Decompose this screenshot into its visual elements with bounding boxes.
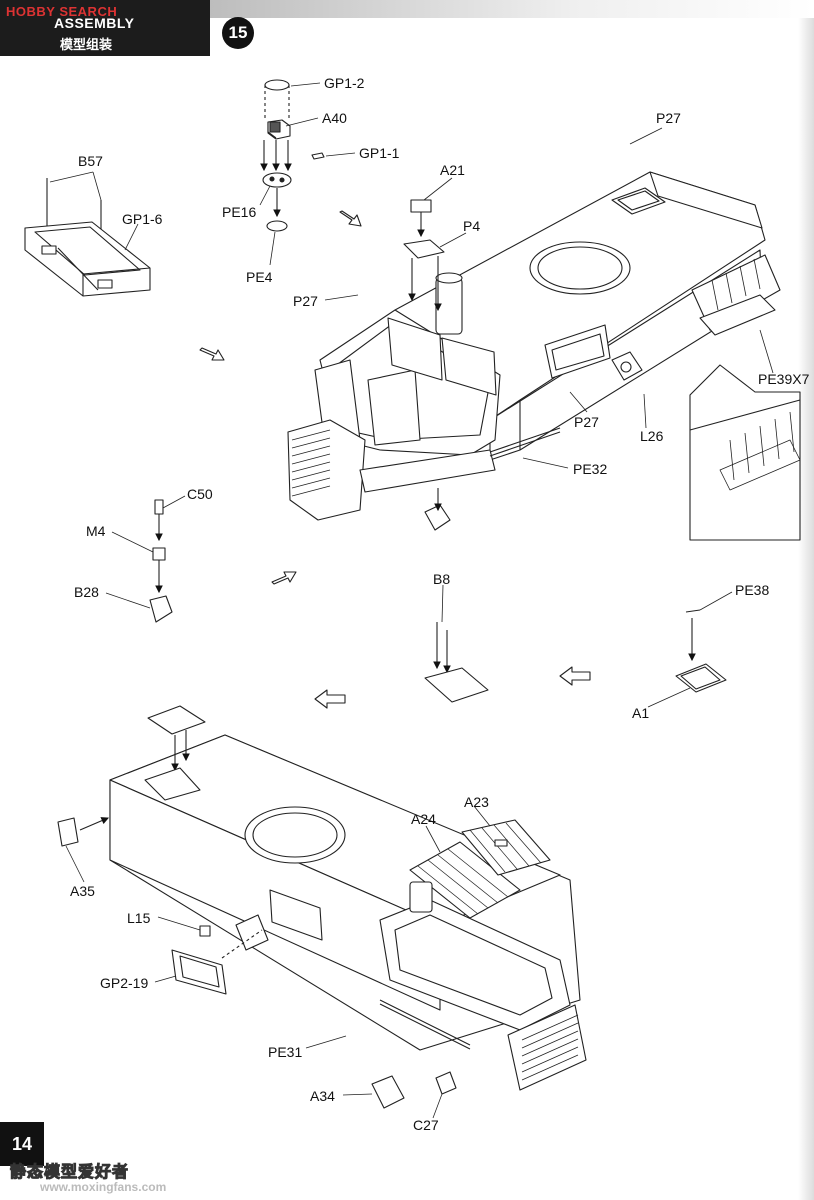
upper-hull [287, 171, 781, 531]
label-m4: M4 [86, 523, 106, 539]
label-a23: A23 [464, 794, 489, 810]
label-pe31: PE31 [268, 1044, 302, 1060]
small-parts-column [149, 499, 173, 623]
label-pe32: PE32 [573, 461, 607, 477]
label-l26: L26 [640, 428, 664, 444]
header-fade [210, 0, 814, 18]
section-title-cn: 模型组装 [60, 37, 113, 52]
b8-plate [424, 622, 489, 703]
detail-inset [689, 364, 801, 541]
label-a34: A34 [310, 1088, 335, 1104]
label-a35: A35 [70, 883, 95, 899]
label-pe16: PE16 [222, 204, 256, 220]
page-number: 14 [0, 1122, 44, 1166]
label-gp1-1: GP1-1 [359, 145, 400, 161]
label-a1: A1 [632, 705, 649, 721]
step-number-badge: 15 [222, 17, 254, 49]
label-gp1-2: GP1-2 [324, 75, 365, 91]
watermark-logo: 静态模型爱好者 [9, 1164, 130, 1182]
label-c50: C50 [187, 486, 213, 502]
label-b57: B57 [78, 153, 103, 169]
label-a21: A21 [440, 162, 465, 178]
label-b8: B8 [433, 571, 450, 587]
leader-lines [49, 82, 774, 1119]
section-header: HOBBY SEARCH ASSEMBLY 模型组装 [0, 0, 210, 56]
antenna-mount-subassembly [260, 79, 325, 232]
section-title-en: ASSEMBLY [54, 15, 135, 31]
label-pe38: PE38 [735, 582, 769, 598]
a1-plate [675, 609, 727, 693]
page-edge-shadow [798, 0, 814, 1200]
label-gp1-6: GP1-6 [122, 211, 163, 227]
watermark-url: www.moxingfans.com [40, 1180, 167, 1194]
label-c27: C27 [413, 1117, 439, 1133]
label-p27-right: P27 [574, 414, 599, 430]
label-b28: B28 [74, 584, 99, 600]
label-p27-left: P27 [293, 293, 318, 309]
label-p27-top: P27 [656, 110, 681, 126]
label-a40: A40 [322, 110, 347, 126]
label-pe39x7: PE39X7 [758, 371, 810, 387]
direction-arrows [199, 210, 591, 709]
brand-logo: HOBBY SEARCH [6, 4, 118, 19]
lower-hull [57, 705, 587, 1109]
label-a24: A24 [411, 811, 436, 827]
label-gp2-19: GP2-19 [100, 975, 148, 991]
label-pe4: PE4 [246, 269, 273, 285]
label-p4: P4 [463, 218, 480, 234]
label-l15: L15 [127, 910, 151, 926]
tray-subassembly [24, 178, 151, 297]
part-labels: GP1-2 A40 GP1-1 PE16 PE4 B57 GP1-6 A21 P… [70, 75, 810, 1133]
